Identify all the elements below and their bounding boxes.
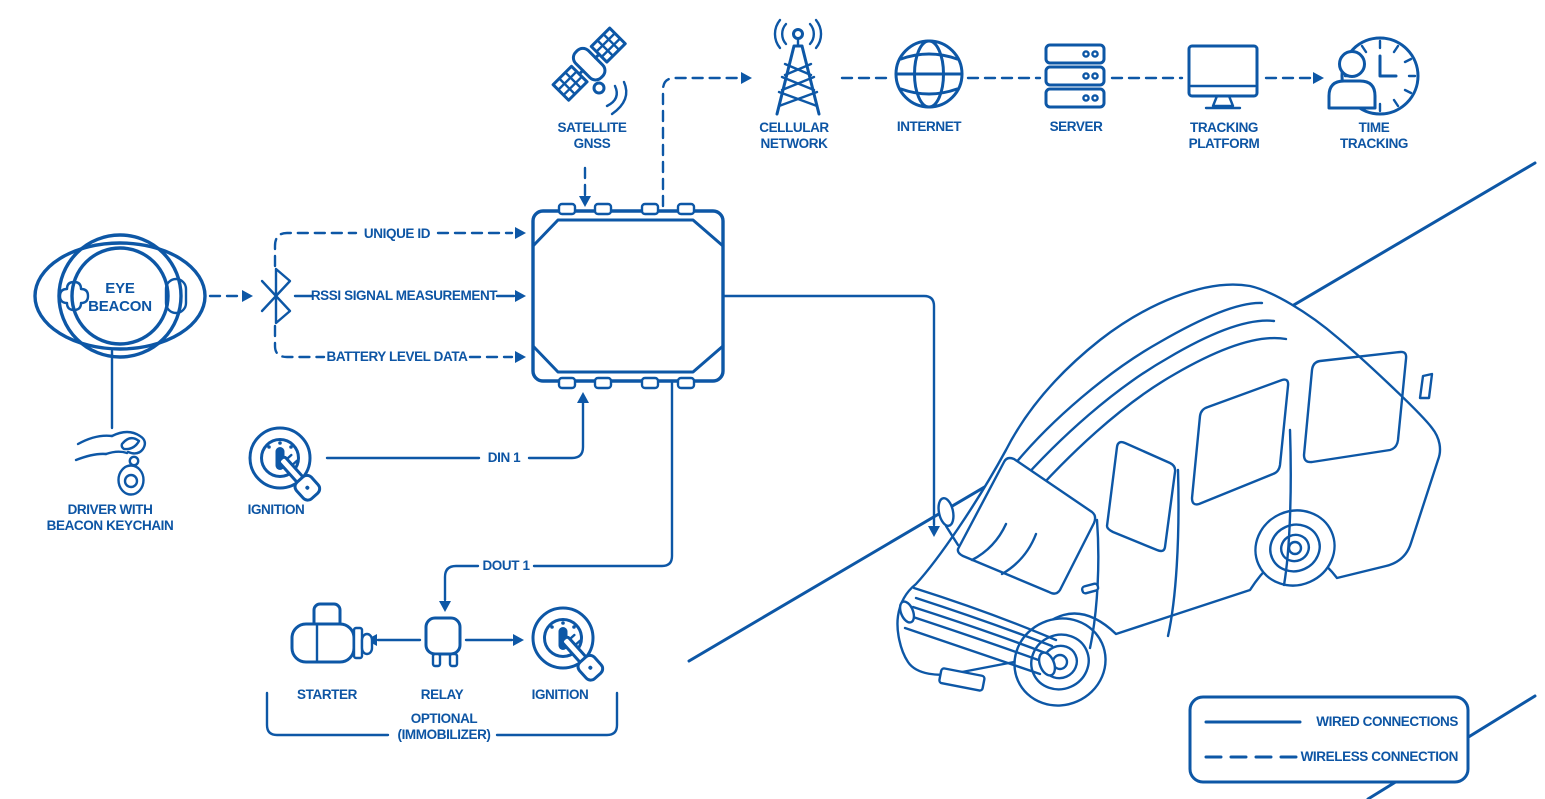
time-tracking-label: TIME TRACKING: [1339, 120, 1409, 152]
link-din1-right: [527, 398, 585, 460]
van-mirror-stalk: [944, 524, 960, 547]
van-illustration: [896, 283, 1442, 707]
link-unique-id-left: [273, 231, 358, 268]
eye-beacon-label: EYE BEACON: [88, 280, 152, 315]
ignition-immobilizer-label: IGNITION: [531, 687, 589, 702]
van-grille-slat: [911, 605, 1050, 656]
beacon-mount-hole: [58, 280, 90, 312]
optional-bracket-right: [495, 691, 619, 737]
arrowhead: [513, 634, 524, 646]
van-door-window: [1105, 440, 1177, 553]
arrowhead: [928, 526, 940, 537]
van-wiper: [970, 522, 1008, 562]
arrowhead: [515, 227, 526, 239]
beacon-mount-slot: [164, 277, 188, 315]
van-hood-line: [912, 586, 1058, 642]
arrowhead: [579, 196, 591, 207]
van-rear-sliver-window: [1418, 372, 1434, 400]
rssi-label: RSSI SIGNAL MEASUREMENT: [310, 288, 498, 303]
van-door-seam: [1166, 468, 1180, 638]
van-rear-wheel: [1254, 509, 1336, 587]
van-wiper: [1000, 532, 1038, 576]
van-door-seam: [1282, 428, 1292, 587]
legend-wireless-label: WIRELESS CONNECTION: [1300, 749, 1459, 764]
van-roof-rib: [1014, 319, 1276, 489]
van-roof-rib: [1008, 301, 1264, 472]
arrowhead: [439, 601, 451, 612]
relay-icon: [424, 616, 462, 668]
server-label: SERVER: [1049, 119, 1103, 134]
arrowhead: [577, 392, 589, 403]
driver-label: DRIVER WITH BEACON KEYCHAIN: [46, 502, 174, 534]
starter-icon: [290, 602, 374, 664]
eye-beacon-icon: [33, 233, 207, 359]
van-body: [896, 283, 1442, 676]
arrowhead: [515, 351, 526, 363]
van-door-handle: [1080, 582, 1100, 595]
tracker-device: [531, 202, 725, 390]
van-roof-rib: [1022, 336, 1288, 507]
arrowhead: [515, 290, 526, 302]
van-license-plate: [938, 667, 986, 692]
link-dout1-left: [443, 564, 480, 602]
van-mirror: [937, 497, 955, 527]
cellular-network-icon: [773, 18, 823, 116]
ignition-icon-immobilizer: [531, 606, 605, 682]
satellite-gnss-icon: [551, 26, 628, 116]
arrowhead: [242, 290, 253, 302]
link-device-van: [721, 294, 936, 527]
van-rear-window: [1302, 350, 1408, 464]
driver-keychain-icon: [74, 430, 147, 496]
bluetooth-icon: [260, 267, 292, 325]
link-battery-left: [273, 324, 326, 359]
ignition-din-label: IGNITION: [247, 502, 305, 517]
van-bumper-line: [903, 626, 1042, 676]
tracking-platform-label: TRACKING PLATFORM: [1188, 120, 1260, 152]
optional-immobilizer-label: OPTIONAL (IMMOBILIZER): [397, 711, 491, 743]
time-tracking-icon: [1327, 36, 1420, 116]
ignition-icon-din: [248, 426, 322, 502]
van-headlight: [898, 600, 916, 624]
optional-bracket-left: [265, 691, 390, 737]
van-side-window: [1190, 378, 1290, 506]
person-body: [1327, 79, 1377, 110]
tracking-platform-icon: [1187, 44, 1259, 110]
din1-label: DIN 1: [487, 450, 521, 465]
link-dout1-right: [532, 379, 674, 568]
unique-id-label: UNIQUE ID: [363, 226, 431, 241]
legend-wired-label: WIRED CONNECTIONS: [1316, 714, 1458, 729]
dout1-label: DOUT 1: [482, 558, 530, 573]
battery-label: BATTERY LEVEL DATA: [326, 349, 468, 364]
van-windshield: [956, 456, 1097, 595]
relay-label: RELAY: [420, 687, 464, 702]
arrowhead: [741, 72, 752, 84]
satellite-gnss-label: SATELLITE GNSS: [557, 120, 627, 152]
internet-label: INTERNET: [896, 119, 962, 134]
internet-icon: [894, 39, 964, 109]
van-headlight: [1037, 651, 1057, 677]
starter-label: STARTER: [297, 687, 357, 702]
van-grille-slat: [914, 596, 1054, 648]
person-head: [1338, 50, 1366, 78]
cellular-network-label: CELLULAR NETWORK: [759, 120, 829, 152]
server-icon: [1044, 43, 1106, 109]
arrowhead: [1313, 72, 1324, 84]
link-device-cellular: [661, 76, 740, 208]
legend-box: [1188, 695, 1470, 784]
van-grille-slat: [908, 614, 1046, 664]
